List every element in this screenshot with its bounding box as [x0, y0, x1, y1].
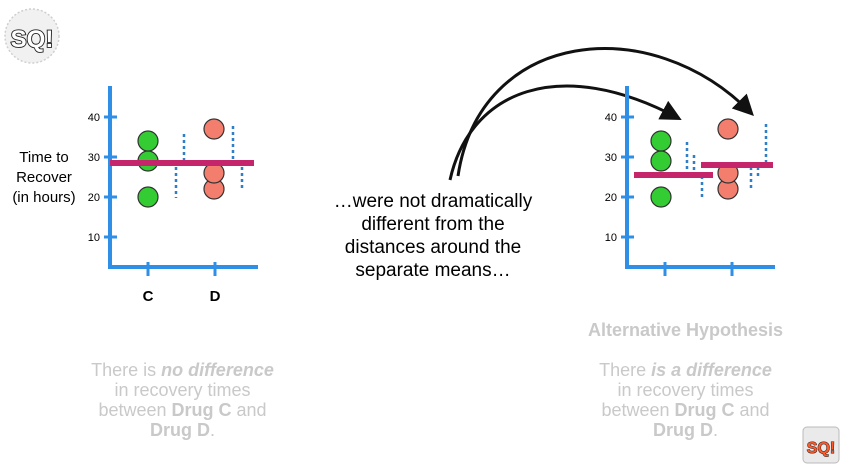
- logo-top-text: SQ!: [11, 26, 54, 53]
- left-tick-label-20: 20: [88, 192, 100, 204]
- statquest-logo-bottom: SQ!: [802, 426, 840, 464]
- caption-line-1: …were not dramatically: [334, 191, 533, 212]
- left-points-c: [137, 130, 159, 208]
- left-points-d: [203, 118, 225, 200]
- left-drug-d-point-2: [203, 118, 225, 140]
- logo-bottom-text: SQ!: [807, 440, 835, 457]
- right-drug-c-point-2: [650, 130, 672, 152]
- left-tick-label-40: 40: [88, 112, 100, 124]
- left-drug-c-point-0: [137, 186, 159, 208]
- right-tick-label-30: 30: [605, 152, 617, 164]
- caption-line-2: different from the: [361, 214, 504, 235]
- left-y-ticks: 40 30 20 10: [88, 112, 117, 244]
- left-x-label-d: D: [210, 288, 221, 305]
- right-tick-label-20: 20: [605, 192, 617, 204]
- left-y-label-line-2: Recover: [16, 169, 72, 186]
- alt-title: Alternative Hypothesis: [587, 320, 784, 340]
- right-points-d: [717, 118, 739, 200]
- caption-line-4: separate means…: [355, 260, 510, 281]
- left-drug-c-point-2: [137, 130, 159, 152]
- alt-line-2: in recovery times: [617, 380, 754, 400]
- right-tick-label-40: 40: [605, 112, 617, 124]
- arrow-to-mean-d: [456, 47, 754, 177]
- left-dotted-distances: [174, 126, 244, 198]
- right-drug-c-point-0: [650, 186, 672, 208]
- null-line-2: in recovery times: [114, 380, 251, 400]
- left-x-label-c: C: [143, 288, 154, 305]
- left-chart: Time to Recover (in hours) 40 30 20 10 C…: [12, 86, 258, 305]
- null-line-3: between Drug C and: [98, 400, 267, 420]
- right-tick-label-10: 10: [605, 232, 617, 244]
- left-y-label-line-1: Time to: [19, 149, 68, 166]
- left-y-label-line-3: (in hours): [12, 189, 75, 206]
- right-points-c: [650, 130, 672, 208]
- alt-line-4: Drug D.: [652, 420, 718, 440]
- alternative-hypothesis-text: Alternative Hypothesis There is a differ…: [558, 320, 813, 440]
- caption-line-3: distances around the: [345, 237, 521, 258]
- right-dotted-distances: [685, 124, 768, 198]
- arrow-to-mean-c: [448, 84, 682, 181]
- center-caption: …were not dramatically different from th…: [334, 191, 533, 281]
- statquest-logo-top: SQ!: [4, 8, 60, 64]
- null-line-4: Drug D.: [149, 420, 215, 440]
- null-hypothesis-text: There is no difference in recovery times…: [55, 360, 310, 440]
- right-chart: 40 30 20 10: [605, 86, 775, 276]
- left-tick-label-10: 10: [88, 232, 100, 244]
- right-drug-d-point-2: [717, 118, 739, 140]
- right-drug-c-point-1: [650, 150, 672, 172]
- left-y-axis-label: Time to Recover (in hours): [12, 149, 75, 206]
- null-line-1: There is no difference: [91, 360, 274, 380]
- right-y-ticks: 40 30 20 10: [605, 112, 634, 244]
- left-tick-label-30: 30: [88, 152, 100, 164]
- alt-line-1: There is a difference: [599, 360, 772, 380]
- alt-line-3: between Drug C and: [601, 400, 770, 420]
